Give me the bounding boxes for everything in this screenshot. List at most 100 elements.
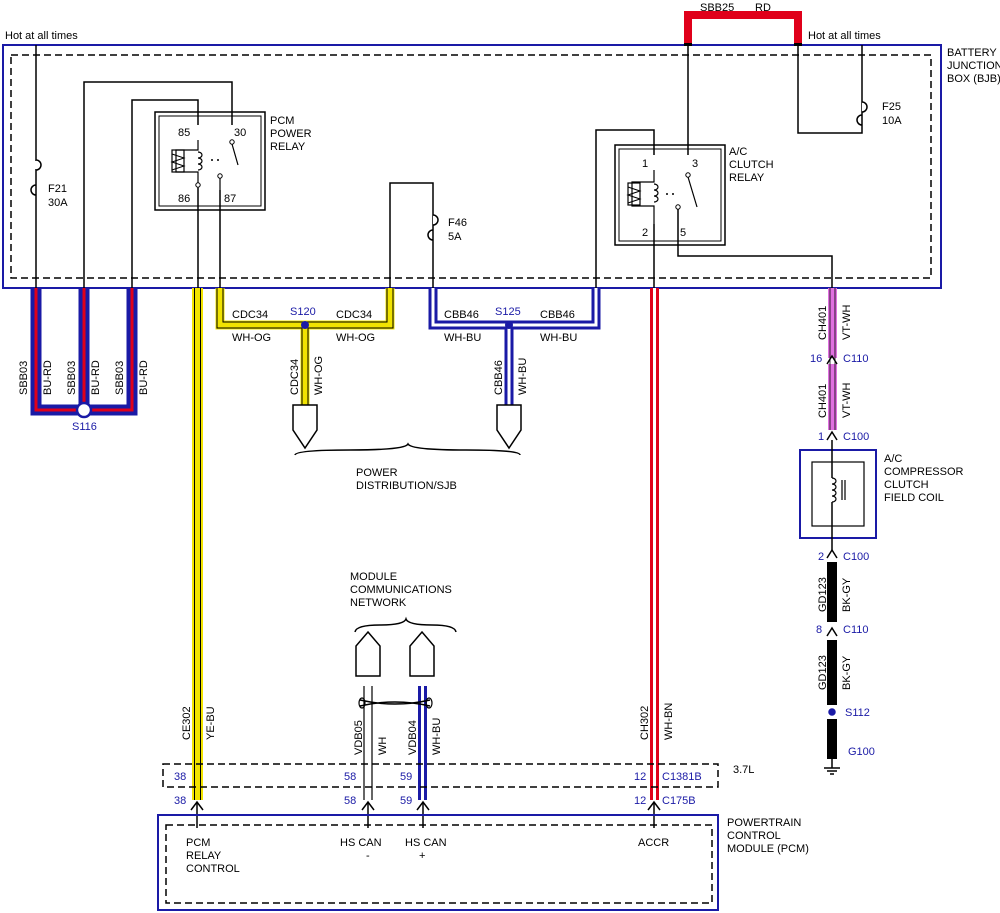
compressor-label-2: COMPRESSOR xyxy=(884,466,964,478)
pcm-outer-box xyxy=(157,814,719,911)
gd123-wire: GD123 BK-GY GD123 BK-GY xyxy=(817,548,853,775)
pcm-relay-label-3: RELAY xyxy=(270,141,306,153)
pcm-hscan-minus-1: HS CAN xyxy=(340,837,382,849)
cdc34-down-color: WH-OG xyxy=(313,356,325,395)
c1381b-pin-38: 38 xyxy=(174,771,186,783)
compressor-label-4: FIELD COIL xyxy=(884,492,944,504)
c175b-pin-58: 58 xyxy=(344,795,356,807)
cdc34-down-circuit: CDC34 xyxy=(289,359,301,395)
c100-1-pin: 1 xyxy=(818,431,824,443)
c110-16-pin: 16 xyxy=(810,353,822,365)
cbb46-left-circuit: CBB46 xyxy=(444,309,479,321)
sbb03-2-color: BU-RD xyxy=(90,360,102,395)
ac-relay-coil-feed xyxy=(595,129,655,288)
power-dist-label-2: DISTRIBUTION/SJB xyxy=(356,480,457,492)
ch302-color-label: WH-BN xyxy=(663,703,675,740)
ch401-upper-color: VT-WH xyxy=(841,305,853,340)
sbb03-1-color: BU-RD xyxy=(42,360,54,395)
s116-label: S116 xyxy=(72,421,97,433)
hot-note-left: Hot at all times xyxy=(5,30,78,42)
module-network-brace xyxy=(354,616,457,633)
c100-1-name: C100 xyxy=(843,431,869,443)
pcm-label-1: POWERTRAIN xyxy=(727,817,801,829)
ch302-circuit-label: CH302 xyxy=(639,706,651,740)
cbb46-wires: S125 CBB46 CBB46 WH-BU WH-BU CBB46 WH-BU xyxy=(428,288,601,450)
f46-label: F46 xyxy=(448,217,467,229)
c175b-pin-38: 38 xyxy=(174,795,186,807)
c110-8-name: C110 xyxy=(843,624,868,636)
twisted-pair-icon xyxy=(359,699,431,707)
f46-rating: 5A xyxy=(448,231,462,243)
f25-fuse: F25 10A xyxy=(797,45,902,134)
cbb46-right-color: WH-BU xyxy=(540,332,577,344)
pcm-relay-control-2: RELAY xyxy=(186,850,222,862)
power-dist-brace xyxy=(294,442,521,456)
sbb03-3-color: BU-RD xyxy=(138,360,150,395)
pcm-inner-dashed-box xyxy=(165,824,713,904)
f21-rating: 30A xyxy=(48,197,68,209)
cbb46-connector xyxy=(496,404,522,450)
hot-note-right: Hot at all times xyxy=(808,30,881,42)
s125-label: S125 xyxy=(495,306,521,318)
power-dist-label-1: POWER xyxy=(356,467,398,479)
f25-label: F25 xyxy=(882,101,901,113)
vdb04-color-label: WH-BU xyxy=(431,718,443,755)
sbb03-2-circuit: SBB03 xyxy=(66,361,78,395)
ch401-upper-circuit: CH401 xyxy=(817,306,829,340)
f21-fuse: F21 30A xyxy=(30,45,68,288)
engine-37l-label: 3.7L xyxy=(733,764,754,776)
cbb46-down-circuit: CBB46 xyxy=(493,360,505,395)
bjb-outer-box xyxy=(2,44,942,289)
sbb03-bundle: S116 SBB03 BU-RD SBB03 BU-RD SBB03 BU-RD xyxy=(18,288,150,433)
s112-splice xyxy=(826,706,838,718)
c175b-pin-12: 12 xyxy=(634,795,646,807)
pcm-relay-pin-30: 30 xyxy=(234,127,246,139)
ce302-color-label: YE-BU xyxy=(205,706,217,740)
cbb46-down-color: WH-BU xyxy=(517,358,529,395)
c175b-name: C175B xyxy=(662,795,696,807)
vdb05-color-label: WH xyxy=(377,737,389,755)
pcm-power-relay: 85 30 86 87 PCM POWER RELAY xyxy=(154,111,312,211)
pcm-label-2: CONTROL xyxy=(727,830,781,842)
bjb-label-3: BOX (BJB) xyxy=(947,73,1000,85)
gd123-lower-circuit: GD123 xyxy=(817,655,829,690)
engine-37l-dashed-box xyxy=(162,763,719,788)
cdc34-right-color: WH-OG xyxy=(336,332,375,344)
ac-relay-label-1: A/C xyxy=(729,146,747,158)
compressor-label-1: A/C xyxy=(884,453,902,465)
sbb25-wire: SBB25 RD xyxy=(684,2,802,46)
module-network-label-1: MODULE xyxy=(350,571,397,583)
ac-relay-pin-3: 3 xyxy=(692,158,698,170)
cdc34-wires: S120 CDC34 CDC34 WH-OG WH-OG CDC34 WH-OG xyxy=(215,288,395,450)
s120-splice xyxy=(301,321,309,329)
pcm-relay-pin-86: 86 xyxy=(178,193,190,205)
c1381b-pin-59: 59 xyxy=(400,771,412,783)
c110-8-pin: 8 xyxy=(816,624,822,636)
s112-label: S112 xyxy=(845,707,870,719)
gd123-upper-color: BK-GY xyxy=(841,577,853,612)
module-network-label-2: COMMUNICATIONS xyxy=(350,584,452,596)
cbb46-right-circuit: CBB46 xyxy=(540,309,575,321)
ac-relay-pin-2: 2 xyxy=(642,227,648,239)
ch401-lower-color: VT-WH xyxy=(841,383,853,418)
f21-label: F21 xyxy=(48,183,67,195)
ch302-wire: CH302 WH-BN xyxy=(639,288,675,800)
pcm-relay-label-2: POWER xyxy=(270,128,312,140)
c110-16-name: C110 xyxy=(843,353,868,365)
pcm-hscan-plus-1: HS CAN xyxy=(405,837,447,849)
ac-relay-label-2: CLUTCH xyxy=(729,159,774,171)
vdb04-wire: VDB04 WH-BU xyxy=(407,686,443,800)
cdc34-right-circuit: CDC34 xyxy=(336,309,372,321)
cbb46-left-color: WH-BU xyxy=(444,332,481,344)
vdb05-connector xyxy=(355,630,381,677)
ac-clutch-relay: 1 3 2 5 A/C CLUTCH RELAY xyxy=(614,144,774,246)
bjb-inner-dashed-box xyxy=(10,54,932,279)
ac-compressor-coil: A/C COMPRESSOR CLUTCH FIELD COIL xyxy=(799,440,964,550)
g100-label: G100 xyxy=(848,746,875,758)
cdc34-connector xyxy=(292,404,318,450)
ac-relay-pin-1: 1 xyxy=(642,158,648,170)
gd123-lower-color: BK-GY xyxy=(841,655,853,690)
pcm-label-3: MODULE (PCM) xyxy=(727,843,809,855)
bjb-label-1: BATTERY xyxy=(947,47,997,59)
